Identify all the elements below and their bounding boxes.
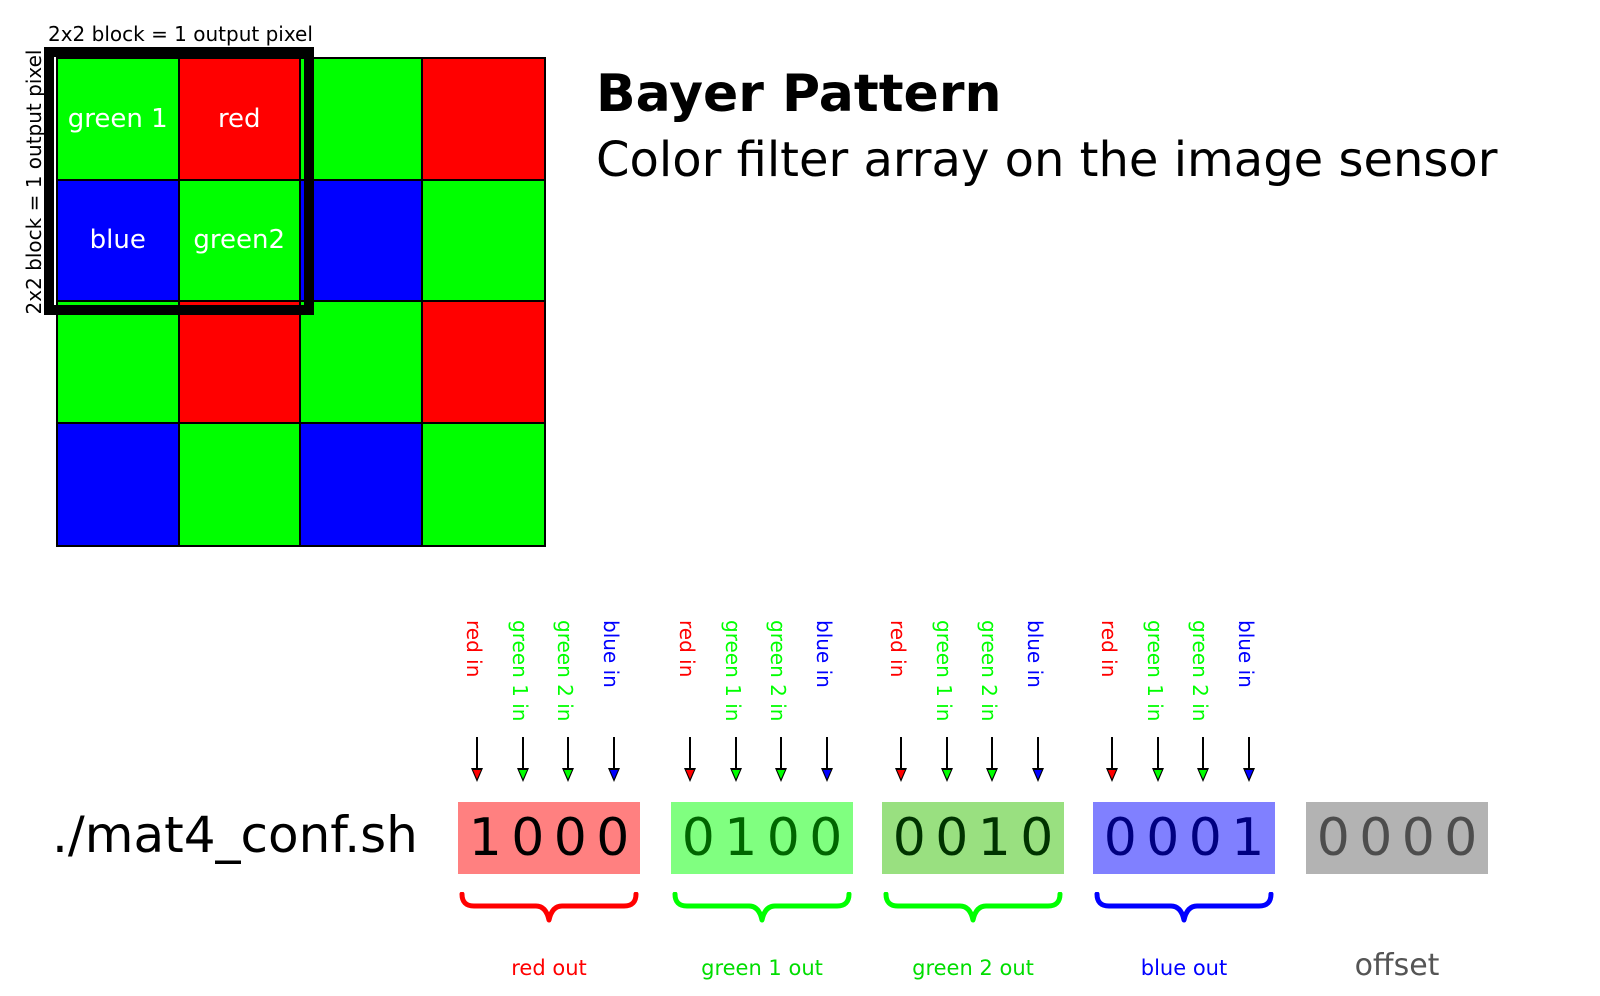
bayer-cell-green — [301, 59, 423, 181]
input-label: green 2 in — [1188, 620, 1212, 722]
bayer-cell-red — [422, 59, 544, 181]
brace-icon — [459, 892, 639, 923]
down-arrow-icon — [608, 737, 620, 783]
input-label: red in — [886, 620, 910, 678]
block-label-horizontal: 2x2 block = 1 output pixel — [48, 22, 313, 46]
bayer-cell-green — [179, 423, 301, 545]
input-label: green 2 in — [977, 620, 1001, 722]
brace-icon — [1094, 892, 1274, 923]
input-label: green 1 in — [1143, 620, 1167, 722]
input-label: green 2 in — [766, 620, 790, 722]
bayer-cell-green — [422, 423, 544, 545]
bayer-cell-blue: blue — [58, 180, 180, 302]
bit-value: 1 — [1231, 808, 1265, 868]
page-subtitle: Color filter array on the image sensor — [596, 132, 1498, 188]
bayer-cell-label: green 1 — [67, 103, 168, 134]
bit-value: 1 — [468, 808, 502, 868]
bit-value: 0 — [553, 808, 587, 868]
bit-value: 0 — [1188, 808, 1222, 868]
input-label: blue in — [599, 620, 623, 688]
down-arrow-icon — [941, 737, 953, 783]
bit-value: 0 — [892, 808, 926, 868]
bayer-cell-label: green2 — [193, 225, 286, 256]
input-label: green 1 in — [932, 620, 956, 722]
command-text: ./mat4_conf.sh — [52, 806, 418, 864]
output-label: offset — [1354, 948, 1440, 983]
down-arrow-icon — [1243, 737, 1255, 783]
output-label: green 1 out — [701, 956, 823, 980]
input-label: blue in — [1234, 620, 1258, 688]
bit-value: 0 — [1316, 808, 1350, 868]
bayer-cell-label: red — [217, 103, 261, 134]
bit-value: 0 — [1020, 808, 1054, 868]
bayer-cell-blue — [301, 180, 423, 302]
bayer-cell-green — [58, 302, 180, 424]
bit-value: 0 — [935, 808, 969, 868]
input-label: red in — [462, 620, 486, 678]
down-arrow-icon — [895, 737, 907, 783]
bayer-grid: green 1 red blue green2 — [56, 57, 546, 547]
output-label: green 2 out — [912, 956, 1034, 980]
bit-value: 0 — [596, 808, 630, 868]
bit-value: 1 — [724, 808, 758, 868]
bayer-cell-blue — [58, 423, 180, 545]
down-arrow-icon — [1197, 737, 1209, 783]
input-label: red in — [675, 620, 699, 678]
input-label: blue in — [1023, 620, 1047, 688]
down-arrow-icon — [684, 737, 696, 783]
bayer-cell-blue — [301, 423, 423, 545]
output-label: blue out — [1140, 956, 1228, 980]
bit-value: 0 — [1146, 808, 1180, 868]
bit-value: 0 — [1359, 808, 1393, 868]
bit-value: 0 — [511, 808, 545, 868]
bayer-cell-green: green 1 — [58, 59, 180, 181]
output-label: red out — [511, 956, 587, 980]
page-title: Bayer Pattern — [596, 64, 1002, 124]
input-label: green 1 in — [508, 620, 532, 722]
down-arrow-icon — [471, 737, 483, 783]
bit-value: 0 — [1401, 808, 1435, 868]
down-arrow-icon — [562, 737, 574, 783]
down-arrow-icon — [821, 737, 833, 783]
bayer-cell-red — [422, 302, 544, 424]
bit-value: 0 — [1103, 808, 1137, 868]
bayer-cell-label: blue — [89, 225, 146, 256]
bit-value: 0 — [1444, 808, 1478, 868]
bayer-cell-green: green2 — [179, 180, 301, 302]
bayer-cell-green — [422, 180, 544, 302]
bit-value: 0 — [766, 808, 800, 868]
down-arrow-icon — [1032, 737, 1044, 783]
down-arrow-icon — [1106, 737, 1118, 783]
input-label: red in — [1097, 620, 1121, 678]
input-label: green 2 in — [553, 620, 577, 722]
bit-value: 1 — [977, 808, 1011, 868]
down-arrow-icon — [986, 737, 998, 783]
bayer-cell-red — [179, 302, 301, 424]
bayer-cell-green — [301, 302, 423, 424]
input-label: blue in — [812, 620, 836, 688]
bit-value: 0 — [681, 808, 715, 868]
brace-icon — [883, 892, 1063, 923]
input-label: green 1 in — [721, 620, 745, 722]
down-arrow-icon — [517, 737, 529, 783]
brace-icon — [672, 892, 852, 923]
bayer-cell-red: red — [179, 59, 301, 181]
bit-value: 0 — [809, 808, 843, 868]
down-arrow-icon — [775, 737, 787, 783]
block-label-vertical: 2x2 block = 1 output pixel — [22, 49, 46, 315]
down-arrow-icon — [730, 737, 742, 783]
down-arrow-icon — [1152, 737, 1164, 783]
